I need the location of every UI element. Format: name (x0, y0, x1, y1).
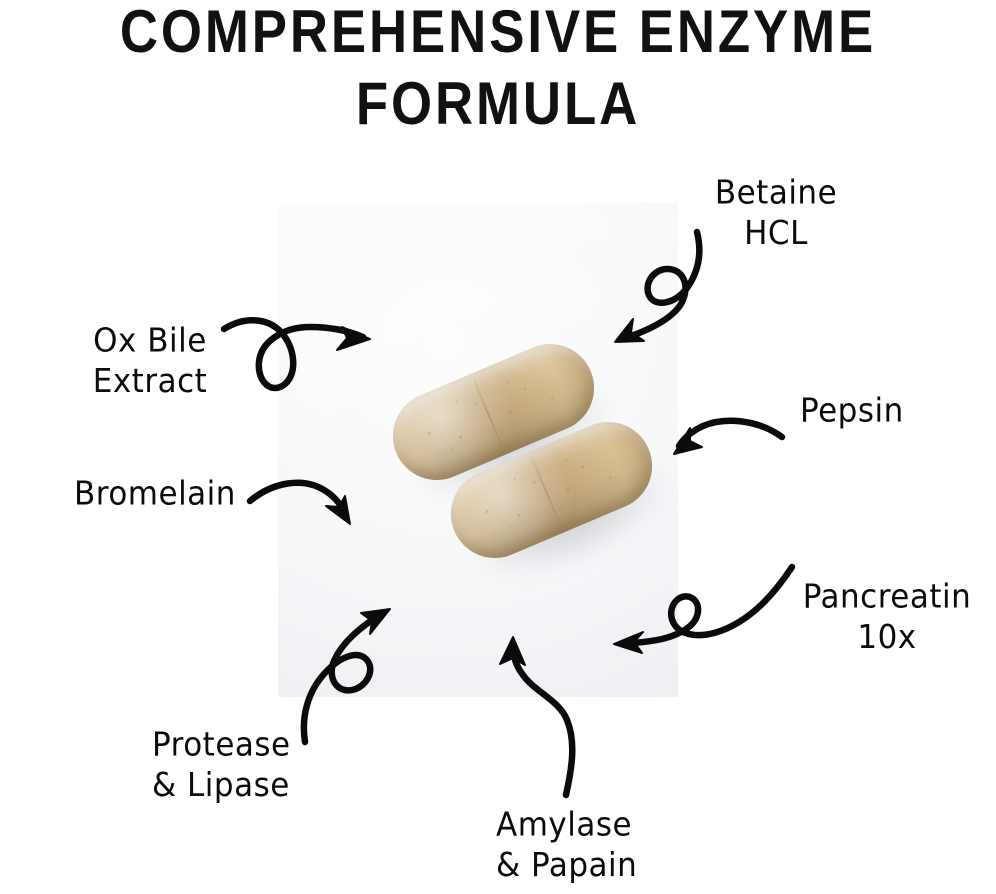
callout-label-pancreatin: Pancreatin 10x (802, 578, 972, 657)
callout-label-protease: Protease & Lipase (152, 726, 291, 805)
callout-label-ox-bile: Ox Bile Extract (92, 322, 208, 401)
callout-label-betaine: Betaine HCL (714, 174, 838, 253)
callout-label-amylase: Amylase & Papain (496, 806, 638, 885)
page-title: COMPREHENSIVE ENZYME FORMULA (0, 0, 996, 134)
arrow-pepsin-icon (673, 417, 786, 455)
callout-label-bromelain: Bromelain (74, 475, 236, 514)
page-title-line-2: FORMULA (355, 70, 641, 137)
callout-label-pepsin: Pepsin (800, 392, 904, 431)
page-title-line-1: COMPREHENSIVE ENZYME (119, 0, 877, 65)
product-photo (278, 203, 678, 697)
